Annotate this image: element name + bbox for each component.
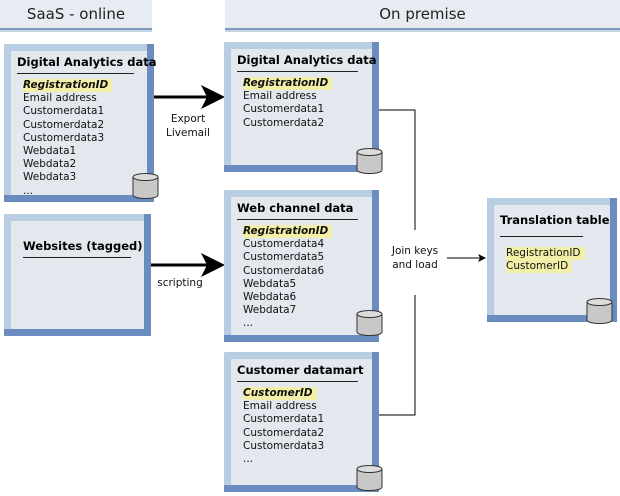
field: Customerdata1 [243,413,325,426]
key-field: RegistrationID [243,77,333,91]
saas-analytics-box: Digital Analytics data RegistrationID Em… [4,44,157,202]
box-title: Customer datamart [237,363,364,377]
database-icon [356,310,383,336]
export-label: Export Livemail [166,113,210,139]
box-title: Digital Analytics data [17,55,157,69]
field: ... [243,317,254,330]
database-icon [132,173,159,199]
field: Customerdata1 [243,103,325,116]
field: Customerdata3 [243,439,325,452]
onprem-analytics-box: Digital Analytics data RegistrationID Em… [224,42,379,172]
field: ... [243,453,254,466]
customer-datamart-box: Customer datamart CustomerID Email addre… [224,352,379,492]
field: Customerdata2 [243,426,325,439]
field: Customerdata2 [23,118,105,131]
database-icon [586,298,613,324]
join-line-bottom [377,295,416,416]
key-field: CustomerID [243,387,317,401]
field: RegistrationID [506,247,585,261]
field: Customerdata4 [243,238,325,251]
field: Customerdata3 [23,131,105,144]
field: Webdata5 [243,277,297,290]
field: Webdata6 [243,291,297,304]
key-field: RegistrationID [243,225,333,239]
box-title: Digital Analytics data [237,53,377,67]
join-label: Join keys and load [383,244,447,272]
box-title: Translation table [500,213,610,227]
web-channel-box: Web channel data RegistrationID Customer… [224,190,379,342]
field: Customerdata2 [243,116,325,129]
scripting-label: scripting [157,277,203,289]
field: Webdata7 [243,304,297,317]
field: Webdata1 [23,145,77,158]
join-line-top [377,109,416,230]
field: Customerdata6 [243,264,325,277]
onprem-header: On premise [225,0,620,30]
field: Webdata2 [23,158,77,171]
key-field: RegistrationID [23,79,113,93]
field: Email address [23,92,97,105]
field: CustomerID [506,260,573,274]
field: Customerdata5 [243,251,325,264]
field: Email address [243,400,317,413]
field: Email address [243,90,317,103]
field: Webdata3 [23,171,77,184]
saas-header: SaaS - online [0,0,152,30]
field: Customerdata1 [23,105,105,118]
database-icon [356,465,383,491]
field: ... [23,184,34,197]
box-title: Websites (tagged) [23,239,143,253]
box-title: Web channel data [237,201,354,215]
database-icon [356,148,383,174]
websites-box: Websites (tagged) [4,214,151,336]
